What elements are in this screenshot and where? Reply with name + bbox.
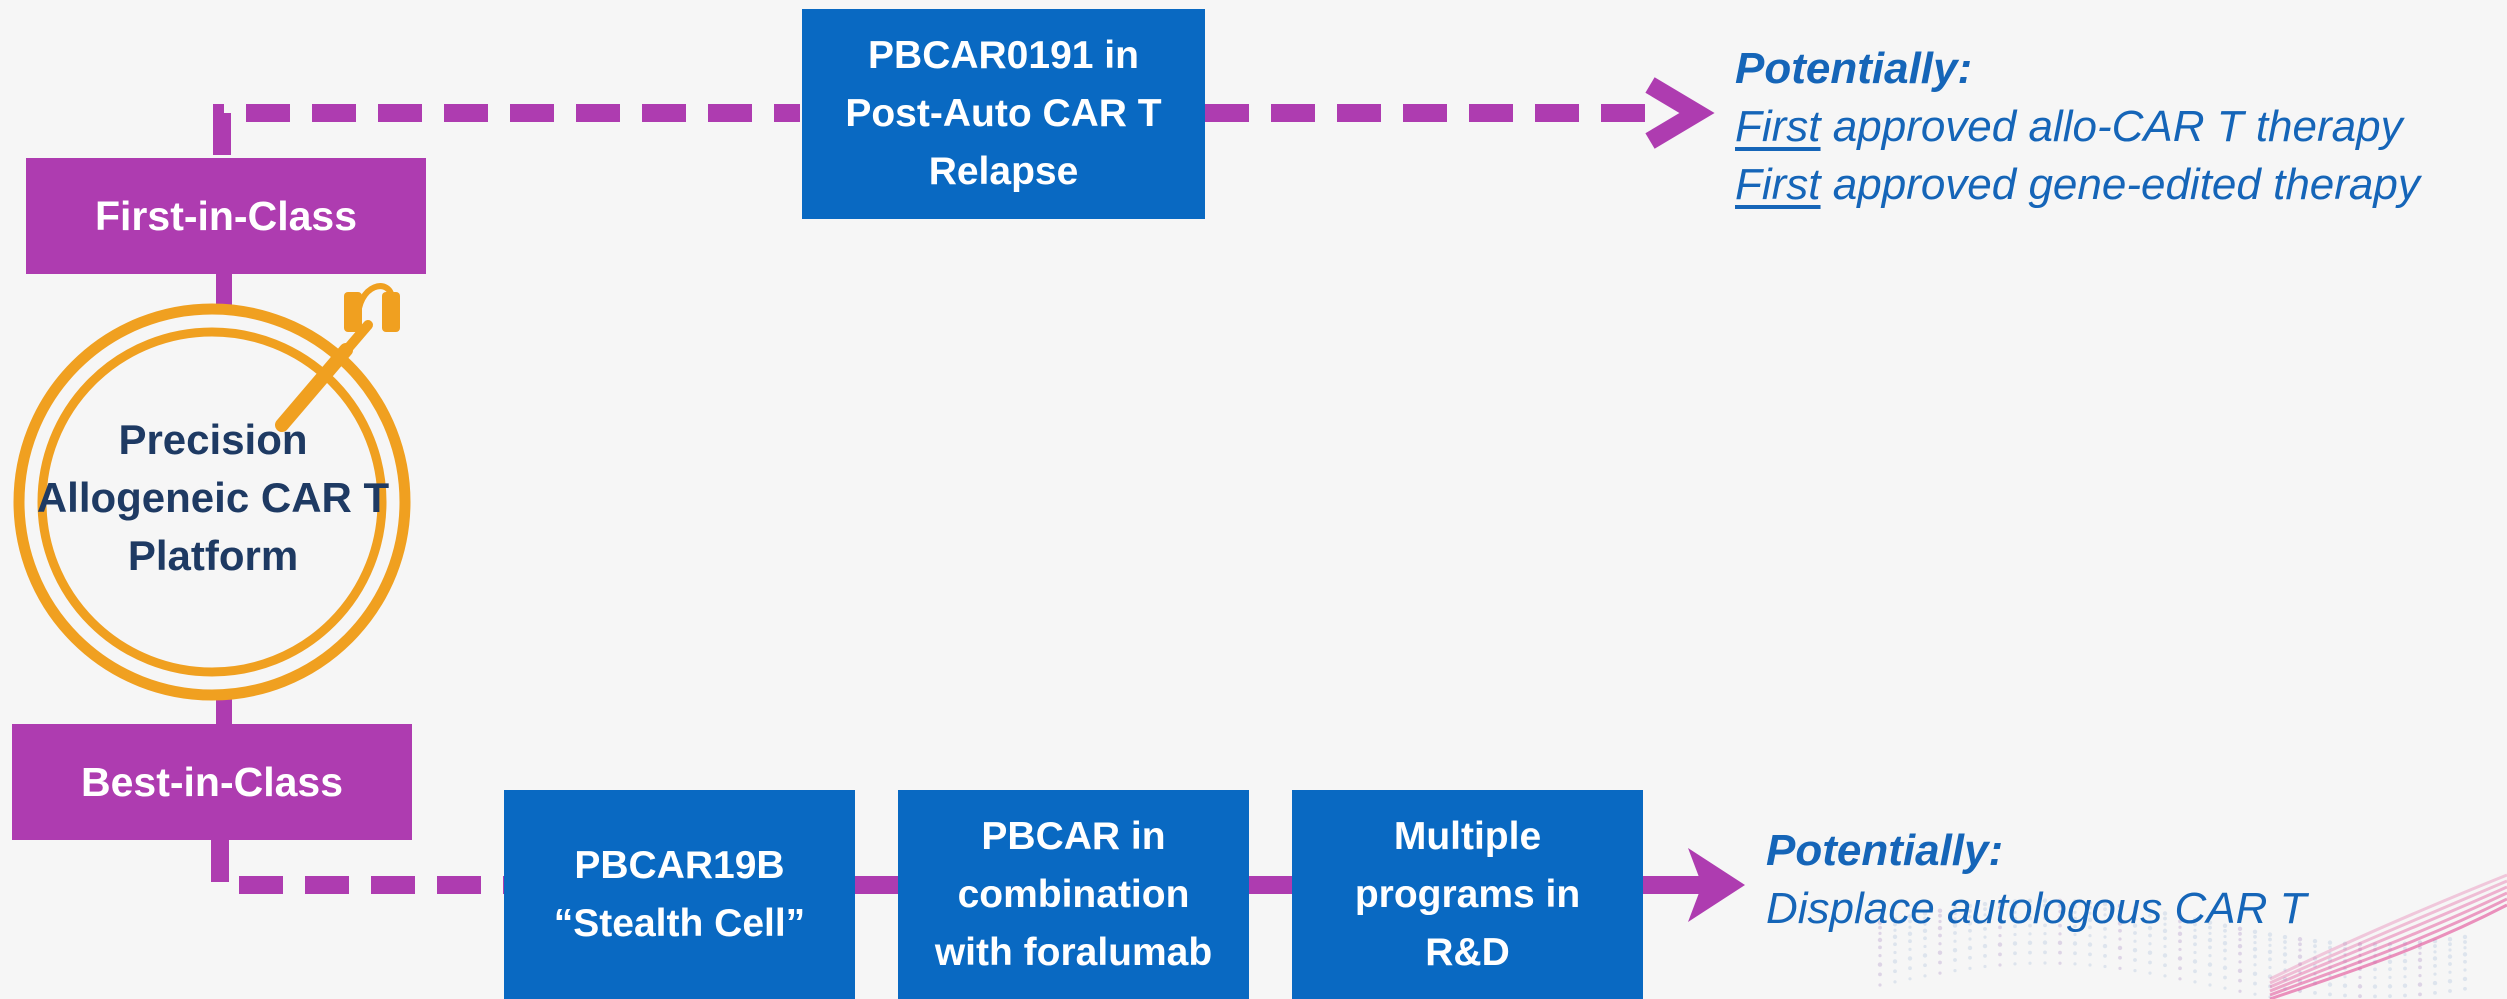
platform-inner-ring — [37, 327, 387, 677]
program-box-pbcar0191: PBCAR0191 in Post-Auto CAR T Relapse — [802, 9, 1205, 219]
program-text-foralumab-combination: PBCAR in combination with foralumab — [934, 814, 1213, 974]
platform-outer-ring — [13, 303, 411, 701]
program-box-rnd-programs: Multiple programs in R&D — [1292, 790, 1643, 999]
best-in-class-label: Best-in-Class — [12, 724, 412, 840]
outcome-emphasis: First — [1735, 102, 1821, 151]
gene-editing-tool-icon — [275, 283, 400, 432]
outcome-line-allo: First approved allo-CAR T therapy — [1735, 98, 2420, 156]
first-in-class-outcome: Potentially: First approved allo-CAR T t… — [1735, 40, 2420, 214]
best-in-class-outcome: Potentially: Displace autologous CAR T — [1766, 822, 2306, 938]
platform-label: Precision Allogeneic CAR T Platform — [36, 415, 390, 579]
outcome-emphasis: First — [1735, 160, 1821, 209]
top-connector-line — [213, 104, 800, 155]
outcome-line-text: approved gene-edited therapy — [1820, 160, 2420, 209]
best-in-class-text: Best-in-Class — [80, 758, 343, 805]
program-text-pbcar0191: PBCAR0191 in Post-Auto CAR T Relapse — [845, 34, 1162, 193]
outcome-line-gene-edited: First approved gene-edited therapy — [1735, 156, 2420, 214]
program-text-pbcar19b: PBCAR19B “Stealth Cell” — [553, 843, 806, 945]
outcome-line-text: approved allo-CAR T therapy — [1820, 102, 2403, 151]
outcome-line-displace: Displace autologous CAR T — [1766, 884, 2307, 933]
bottom-arrowhead-icon — [1688, 848, 1745, 922]
program-text-rnd-programs: Multiple programs in R&D — [1354, 814, 1581, 974]
first-in-class-label: First-in-Class — [26, 158, 426, 274]
program-box-foralumab-combination: PBCAR in combination with foralumab — [898, 790, 1249, 999]
decorative-ribbon — [2269, 873, 2507, 999]
program-box-pbcar19b: PBCAR19B “Stealth Cell” — [504, 790, 855, 999]
top-arrowhead-icon — [1645, 77, 1715, 149]
decorative-dot-wave — [1877, 898, 2468, 999]
bottom-connector-line — [211, 838, 505, 894]
first-in-class-text: First-in-Class — [95, 192, 357, 239]
outcome-heading-top: Potentially: — [1735, 44, 1973, 93]
outcome-heading-bottom: Potentially: — [1766, 826, 2004, 875]
